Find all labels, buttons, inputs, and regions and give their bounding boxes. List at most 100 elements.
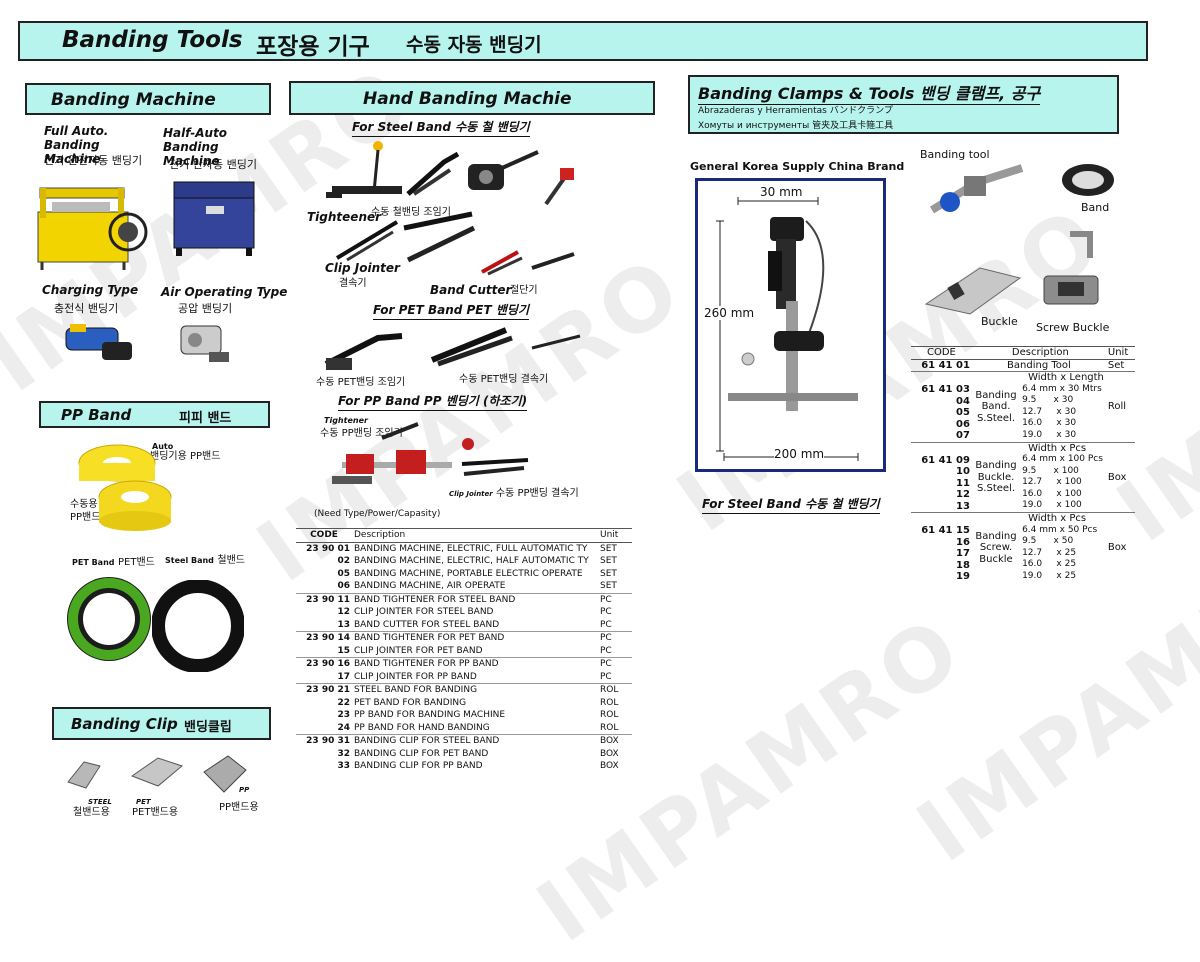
buckle-image bbox=[924, 267, 1022, 315]
size-value: 16.0 x 100 bbox=[1022, 488, 1082, 499]
code-cell: 23 90 21 bbox=[296, 683, 352, 697]
description-cell: STEEL BAND FOR BANDING bbox=[352, 683, 598, 697]
half-auto-label-ko: 전기 반자동 밴딩기 bbox=[169, 158, 257, 171]
code-cell: 22 bbox=[337, 697, 350, 708]
description-cell: CLIP JOINTER FOR PET BAND bbox=[354, 645, 483, 656]
section-title: Banding Clamps & Tools 밴딩 클램프, 공구 bbox=[698, 80, 1041, 105]
code-value: 05 bbox=[956, 407, 970, 418]
pp-clip-label: PP bbox=[239, 786, 250, 794]
code-cell: 61 41 01 bbox=[911, 359, 972, 372]
code-cell: 17 bbox=[337, 671, 350, 682]
steel-band-label-ko: 철밴드 bbox=[217, 555, 245, 566]
pp-clip-image bbox=[203, 755, 247, 793]
size-value: 9.5 x 100 bbox=[1022, 465, 1079, 476]
steel-band-subtitle-right: For Steel Band 수동 철 밴딩기 bbox=[702, 495, 880, 514]
code-value: 18 bbox=[956, 559, 970, 571]
code-cell: 23 90 11 bbox=[296, 592, 352, 606]
code-value: 61 41 15 bbox=[921, 525, 970, 536]
pp-clip-jointer-label-en: Clip Jointer bbox=[449, 490, 493, 498]
unit-cell: BOX bbox=[600, 748, 619, 759]
unit-cell: ROL bbox=[600, 710, 619, 720]
banding-tool-image bbox=[929, 164, 1024, 214]
unit-cell: Roll bbox=[1105, 371, 1135, 442]
steel-band-subtitle: For Steel Band 수동 철 밴딩기 bbox=[352, 118, 530, 137]
item-name-cell: Banding Buckle. S.Steel. bbox=[971, 441, 1021, 513]
size-header: Width x Pcs bbox=[1028, 513, 1087, 524]
col-header-unit: Unit bbox=[598, 528, 632, 543]
size-value: 19.0 x 30 bbox=[1022, 429, 1077, 440]
description-cell: PET BAND FOR BANDING bbox=[354, 697, 467, 708]
code-value: 13 bbox=[956, 500, 970, 512]
size-value: 6.4 mm x 30 Mtrs bbox=[1022, 383, 1102, 394]
description-cell: BANDING CLIP FOR PET BAND bbox=[354, 748, 489, 759]
pet-band-subtitle: For PET Band PET 밴딩기 bbox=[373, 301, 529, 320]
code-cell: 13 bbox=[337, 619, 350, 630]
capacity-note: (Need Type/Power/Capasity) bbox=[314, 509, 441, 519]
code-cell: 23 bbox=[337, 710, 350, 720]
air-tool-image bbox=[180, 325, 229, 362]
subtitle-line2: Хомуты и инструменты 管夹及工具卡箍工具 bbox=[698, 121, 894, 131]
pp-manual-label-ko: 수동용 PP밴드 bbox=[70, 499, 101, 523]
col-header-code: CODE bbox=[911, 346, 972, 360]
code-cell: 23 90 01 bbox=[306, 543, 350, 554]
description-cell: BAND TIGHTENER FOR PP BAND bbox=[352, 657, 598, 671]
code-cell: 32 bbox=[337, 748, 350, 759]
pp-tightener-image bbox=[332, 422, 452, 484]
code-value: 16 bbox=[956, 536, 970, 548]
steel-clip-label: STEEL bbox=[88, 798, 112, 806]
unit-cell: PC bbox=[600, 619, 612, 630]
dim-top-label: 30 mm bbox=[760, 185, 803, 199]
pp-clip-jointer-label-ko: 수동 PP밴딩 결속기 bbox=[495, 488, 579, 499]
banding-tool-label: Banding tool bbox=[920, 148, 990, 161]
tool-photo-frame: 30 mm 260 mm 200 mm bbox=[695, 178, 886, 472]
size-value: 6.4 mm x 100 Pcs bbox=[1022, 454, 1103, 464]
unit-cell: Box bbox=[1105, 512, 1135, 583]
code-cell: 23 90 16 bbox=[296, 657, 352, 671]
pp-band-rolls-image bbox=[78, 444, 172, 531]
section-hand-banding: Hand Banding Machie bbox=[289, 81, 655, 115]
section-banding-clip: Banding Clip 밴딩클립 bbox=[52, 707, 271, 740]
section-title-ko: 밴딩클립 bbox=[184, 720, 232, 735]
section-pp-band: PP Band 피피 밴드 bbox=[39, 401, 270, 428]
size-value: 19.0 x 100 bbox=[1022, 500, 1082, 510]
dim-left-label: 260 mm bbox=[704, 306, 755, 320]
unit-cell: Box bbox=[1105, 441, 1135, 513]
page-header: Banding Tools 포장용 기구 수동 자동 밴딩기 bbox=[18, 21, 1148, 61]
code-cell: 06 bbox=[337, 581, 350, 591]
col-header-description: Description bbox=[971, 346, 1106, 360]
clip-jointer-label: Clip Jointer bbox=[325, 261, 400, 275]
steel-tool-image-3 bbox=[468, 150, 539, 190]
unit-cell: PC bbox=[600, 671, 612, 682]
air-type-label: Air Operating Type bbox=[161, 285, 288, 299]
header-title-ko: 포장용 기구 bbox=[256, 34, 370, 60]
code-value: 19 bbox=[956, 571, 970, 582]
code-value: 17 bbox=[956, 548, 970, 559]
full-auto-label: Full Auto. Banding Machine bbox=[44, 124, 109, 166]
band-image bbox=[1062, 164, 1114, 196]
screw-buckle-image bbox=[1043, 231, 1099, 305]
code-cell: 23 90 31 bbox=[296, 734, 352, 748]
description-cell: BAND TIGHTENER FOR STEEL BAND bbox=[352, 592, 598, 606]
pet-tightener-image bbox=[324, 333, 403, 370]
pp-tightener-label-ko: 수동 PP밴딩 조임기 bbox=[320, 428, 403, 439]
section-clamps-tools: Banding Clamps & Tools 밴딩 클램프, 공구 Abraza… bbox=[688, 75, 1119, 134]
band-cutter-image-2 bbox=[481, 250, 523, 276]
col-header-code: CODE bbox=[296, 528, 352, 543]
code-value: 12 bbox=[956, 489, 970, 500]
code-value: 11 bbox=[956, 477, 970, 489]
band-cutter-image-3 bbox=[531, 252, 575, 270]
pet-clip-image bbox=[130, 757, 184, 787]
unit-cell: BOX bbox=[600, 761, 619, 771]
item-name-cell: Banding Band. S.Steel. bbox=[971, 371, 1021, 442]
size-value: 16.0 x 30 bbox=[1022, 418, 1077, 428]
